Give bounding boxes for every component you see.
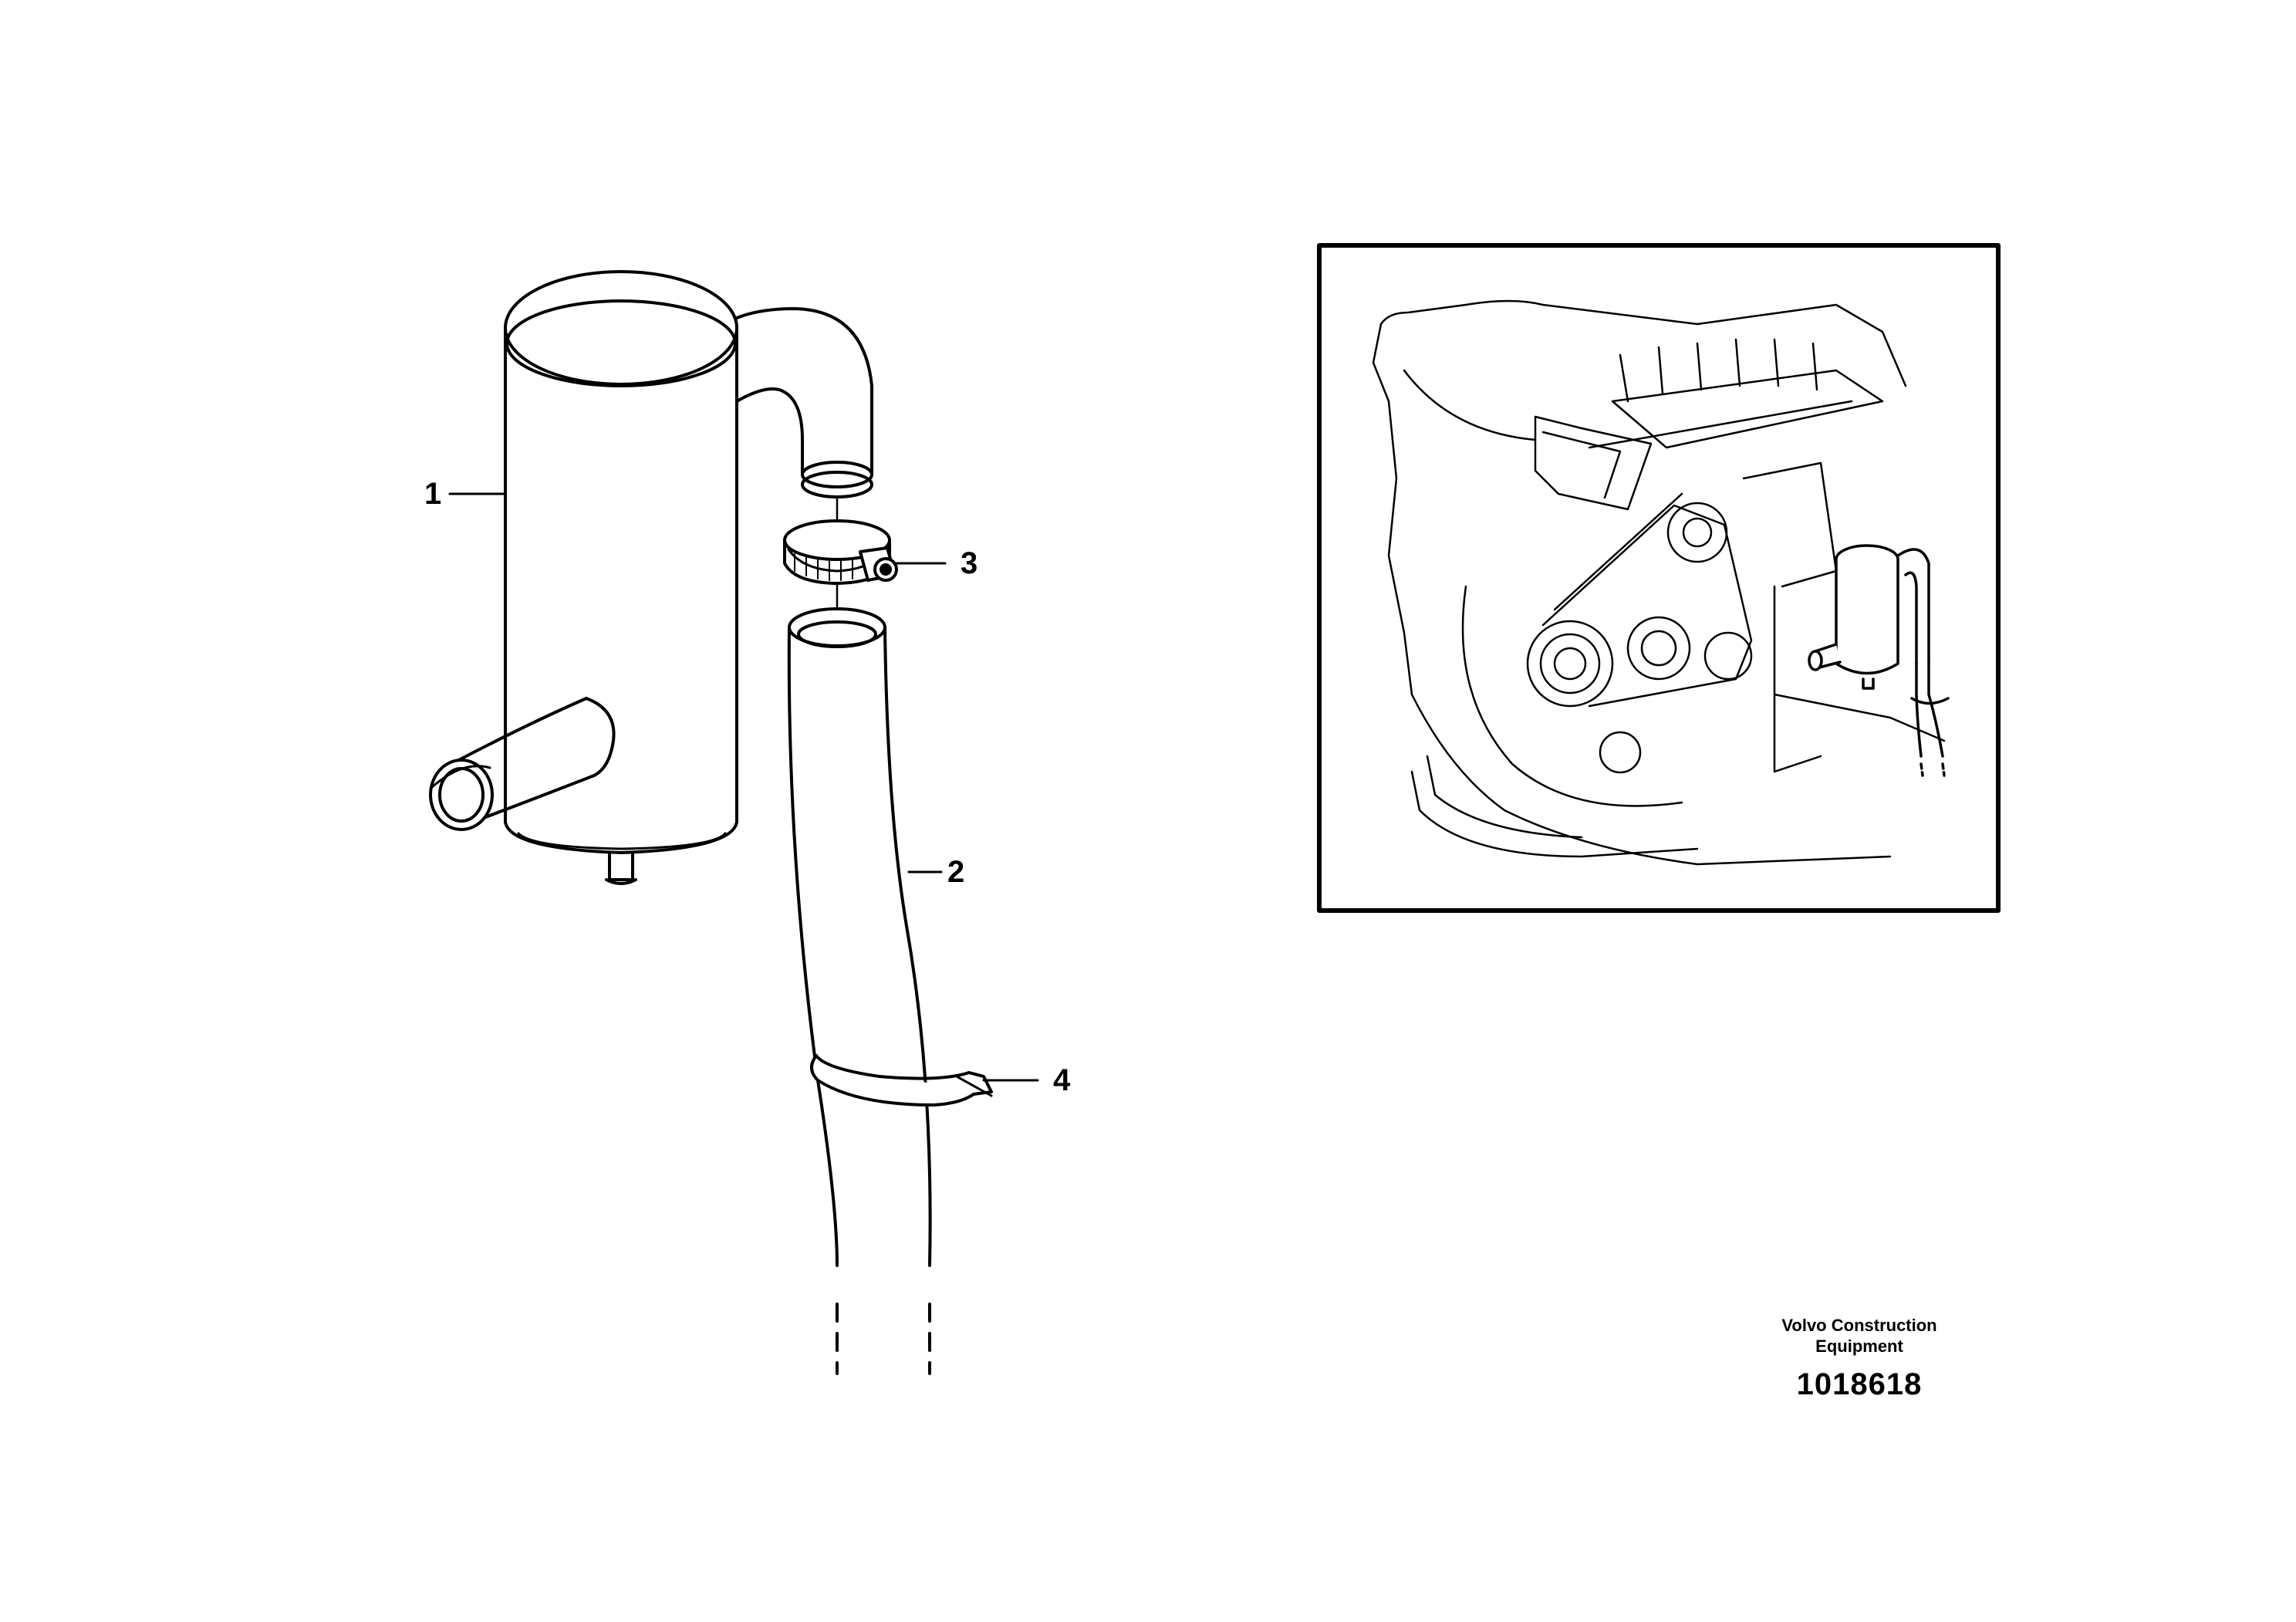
callout-3: 3 [961,546,978,580]
publisher-credit: Volvo Construction Equipment 1018618 [1744,1315,1975,1401]
publisher-name-line-1: Volvo Construction [1781,1316,1937,1335]
callout-2: 2 [947,855,965,889]
callout-1: 1 [424,477,442,511]
hose-clamp-part-3 [783,519,898,585]
part-number: 1018618 [1796,1367,1923,1401]
engine-location-inset [1317,243,2001,913]
cable-tie-part-4 [810,1054,993,1107]
canister-part-1 [429,270,873,885]
callout-4: 4 [1053,1063,1071,1097]
hose-part-2 [787,607,932,1375]
publisher-name-line-2: Equipment [1815,1336,1903,1356]
leader-lines [448,492,1039,1082]
